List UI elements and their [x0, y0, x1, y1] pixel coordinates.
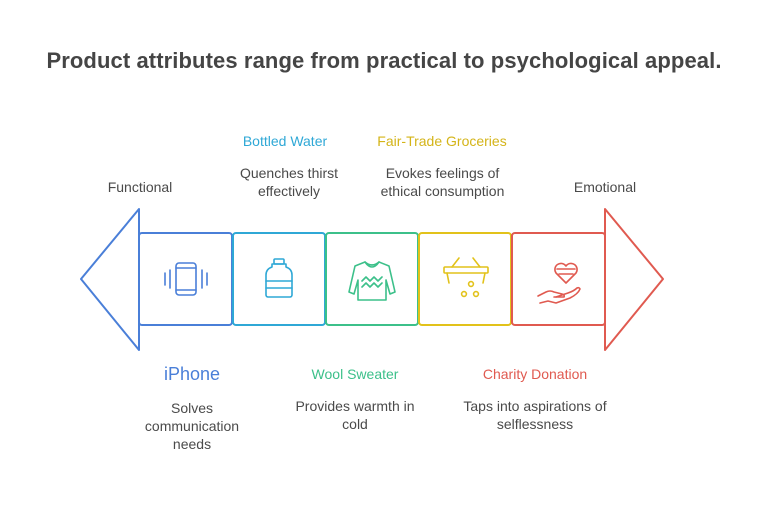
- water-bottle-icon: [265, 258, 293, 298]
- wool-sweater-title: Wool Sweater: [311, 366, 399, 382]
- phone-vibrate-icon: [164, 262, 208, 296]
- fair-trade-groceries-title: Fair-Trade Groceries: [377, 133, 507, 149]
- emotional-end-label: Emotional: [573, 179, 637, 195]
- segment-iphone: [138, 232, 233, 326]
- heart-hand-icon: [537, 262, 581, 304]
- bottled-water-title: Bottled Water: [242, 133, 328, 149]
- page-title: Product attributes range from practical …: [46, 48, 722, 73]
- segment-fair-trade-groceries: [418, 232, 512, 326]
- basket-icon: [443, 257, 489, 298]
- iphone-title: iPhone: [163, 364, 221, 384]
- segment-bottled-water: [232, 232, 326, 326]
- segment-charity-donation: [511, 232, 606, 326]
- bottled-water-description: Quenches thirst effectively: [239, 165, 339, 199]
- functional-end-label: Functional: [107, 179, 173, 195]
- fair-trade-groceries-description: Evokes feelings of ethical consumption: [380, 165, 505, 199]
- wool-sweater-description: Provides warmth in cold: [295, 398, 415, 432]
- left-arrowhead: [80, 208, 140, 351]
- sweater-icon: [348, 261, 396, 301]
- iphone-description: Solves communication needs: [144, 400, 240, 452]
- charity-donation-description: Taps into aspirations of selflessness: [463, 398, 607, 432]
- right-arrowhead: [604, 208, 664, 351]
- charity-donation-title: Charity Donation: [482, 366, 588, 382]
